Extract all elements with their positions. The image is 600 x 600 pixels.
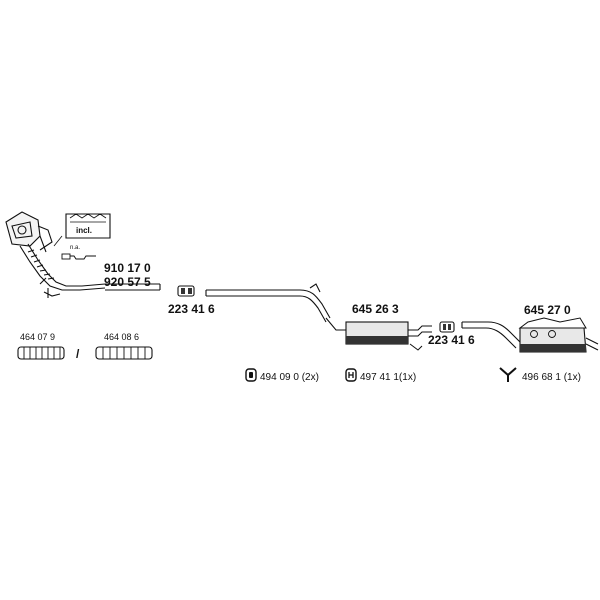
flex-separator: /	[76, 347, 80, 361]
legend-ring-text: 494 09 0 (2x)	[260, 372, 319, 383]
hanger-icon	[499, 367, 517, 382]
cat-main-number: 910 17 0	[104, 261, 151, 275]
rear-clamp	[439, 321, 455, 333]
incl-label: incl.	[76, 226, 92, 235]
middle-silencer-number: 645 26 3	[352, 302, 399, 316]
legend-hanger-text: 496 68 1 (1x)	[522, 372, 581, 383]
rear-pipe	[461, 321, 521, 349]
rear-clamp-number: 223 41 6	[428, 333, 475, 347]
lambda-sensor: n.a.	[61, 245, 96, 260]
legend-bracket-item: 497 41 1(1x)	[345, 368, 416, 383]
legend-hanger-item: 496 68 1 (1x)	[499, 367, 581, 383]
catalyst-assembly	[5, 211, 161, 298]
gasket-kit-box: incl.	[53, 213, 111, 247]
rear-silencer	[518, 317, 599, 353]
rear-silencer-number: 645 27 0	[524, 303, 571, 317]
flex-b-number: 464 08 6	[104, 332, 139, 342]
flex-pipe-b	[95, 346, 153, 360]
front-clamp-number: 223 41 6	[168, 302, 215, 316]
na-label: n.a.	[70, 245, 80, 251]
legend-bracket-text: 497 41 1(1x)	[360, 372, 416, 383]
legend-ring-item: 494 09 0 (2x)	[245, 368, 319, 383]
intermediate-pipe	[205, 283, 331, 323]
flex-pipe-a	[17, 346, 65, 360]
middle-silencer	[325, 317, 432, 351]
cat-alt-number: 920 57 5	[104, 275, 151, 289]
flex-a-number: 464 07 9	[20, 332, 55, 342]
front-clamp	[177, 285, 195, 297]
